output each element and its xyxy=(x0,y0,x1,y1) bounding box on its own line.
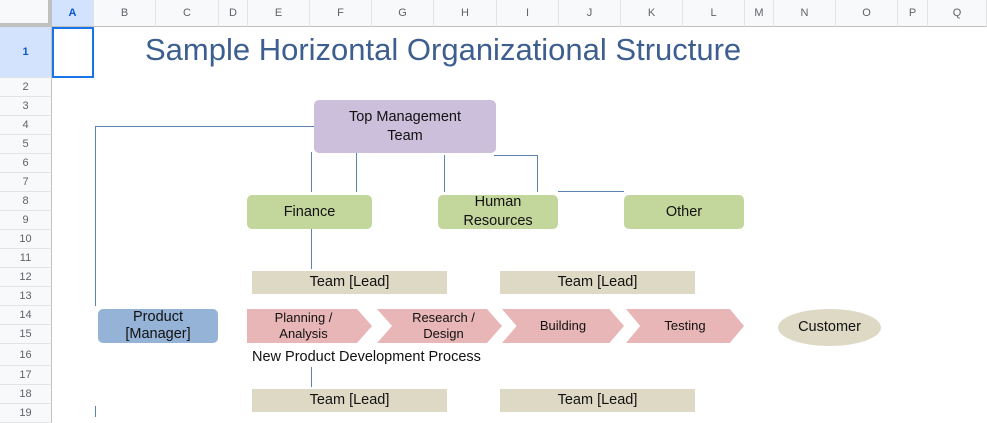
team-lead-box[interactable]: Team [Lead] xyxy=(500,271,695,294)
row-header-7[interactable]: 7 xyxy=(0,173,52,192)
column-header-h[interactable]: H xyxy=(434,0,497,27)
column-header-j[interactable]: J xyxy=(559,0,621,27)
row-header-17[interactable]: 17 xyxy=(0,366,52,385)
column-header-g[interactable]: G xyxy=(372,0,434,27)
row-header-3[interactable]: 3 xyxy=(0,97,52,116)
connector-line xyxy=(494,155,538,156)
row-header-5[interactable]: 5 xyxy=(0,135,52,154)
connector-line xyxy=(311,229,312,269)
selected-cell-a1[interactable] xyxy=(52,27,94,78)
row-header-6[interactable]: 6 xyxy=(0,154,52,173)
connector-line xyxy=(444,155,445,192)
process-step-label: Building xyxy=(539,318,587,333)
column-header-c[interactable]: C xyxy=(156,0,219,27)
row-header-9[interactable]: 9 xyxy=(0,211,52,230)
process-step-label: Testing xyxy=(664,318,706,333)
row-header-18[interactable]: 18 xyxy=(0,385,52,404)
team-lead-box[interactable]: Team [Lead] xyxy=(500,389,695,412)
column-header-d[interactable]: D xyxy=(219,0,248,27)
row-header-10[interactable]: 10 xyxy=(0,230,52,249)
column-header-i[interactable]: I xyxy=(497,0,559,27)
row-header-15[interactable]: 15 xyxy=(0,325,52,344)
row-header-4[interactable]: 4 xyxy=(0,116,52,135)
column-header-f[interactable]: F xyxy=(310,0,372,27)
top-management-box[interactable]: Top Management Team xyxy=(314,100,496,153)
column-header-m[interactable]: M xyxy=(745,0,774,27)
column-header-e[interactable]: E xyxy=(248,0,310,27)
row-header-11[interactable]: 11 xyxy=(0,249,52,268)
process-step-building[interactable]: Building xyxy=(502,309,624,343)
customer-oval[interactable]: Customer xyxy=(778,309,881,346)
process-step-label: Research / Design xyxy=(412,310,475,341)
row-header-14[interactable]: 14 xyxy=(0,306,52,325)
team-lead-box[interactable]: Team [Lead] xyxy=(252,271,447,294)
process-caption: New Product Development Process xyxy=(252,349,481,365)
row-header-13[interactable]: 13 xyxy=(0,287,52,306)
select-all-corner[interactable] xyxy=(0,0,52,27)
column-header-b[interactable]: B xyxy=(94,0,156,27)
column-header-o[interactable]: O xyxy=(836,0,898,27)
department-finance-box[interactable]: Finance xyxy=(247,195,372,229)
column-header-a[interactable]: A xyxy=(52,0,94,27)
process-step-research[interactable]: Research / Design xyxy=(377,309,502,343)
connector-line xyxy=(95,126,96,306)
process-step-label: Planning / Analysis xyxy=(274,310,333,341)
connector-line xyxy=(95,126,315,127)
department-other-box[interactable]: Other xyxy=(624,195,744,229)
team-lead-box[interactable]: Team [Lead] xyxy=(252,389,447,412)
connector-line xyxy=(311,152,312,192)
department-human-resources-box[interactable]: Human Resources xyxy=(438,194,558,229)
connector-line xyxy=(356,152,357,192)
row-header-16[interactable]: 16 xyxy=(0,344,52,366)
column-header-k[interactable]: K xyxy=(621,0,683,27)
connector-line xyxy=(537,155,538,192)
connector-line xyxy=(95,406,96,417)
connector-line xyxy=(311,367,312,387)
column-header-l[interactable]: L xyxy=(683,0,745,27)
column-header-p[interactable]: P xyxy=(898,0,928,27)
column-header-q[interactable]: Q xyxy=(928,0,987,27)
column-header-n[interactable]: N xyxy=(774,0,836,27)
row-header-12[interactable]: 12 xyxy=(0,268,52,287)
process-step-testing[interactable]: Testing xyxy=(626,309,744,343)
product-manager-box[interactable]: Product [Manager] xyxy=(98,309,218,343)
page-title: Sample Horizontal Organizational Structu… xyxy=(145,32,742,67)
row-header-1[interactable]: 1 xyxy=(0,27,52,78)
row-header-2[interactable]: 2 xyxy=(0,78,52,97)
connector-line xyxy=(558,191,624,192)
row-header-8[interactable]: 8 xyxy=(0,192,52,211)
row-header-19[interactable]: 19 xyxy=(0,404,52,423)
process-step-planning[interactable]: Planning / Analysis xyxy=(247,309,372,343)
